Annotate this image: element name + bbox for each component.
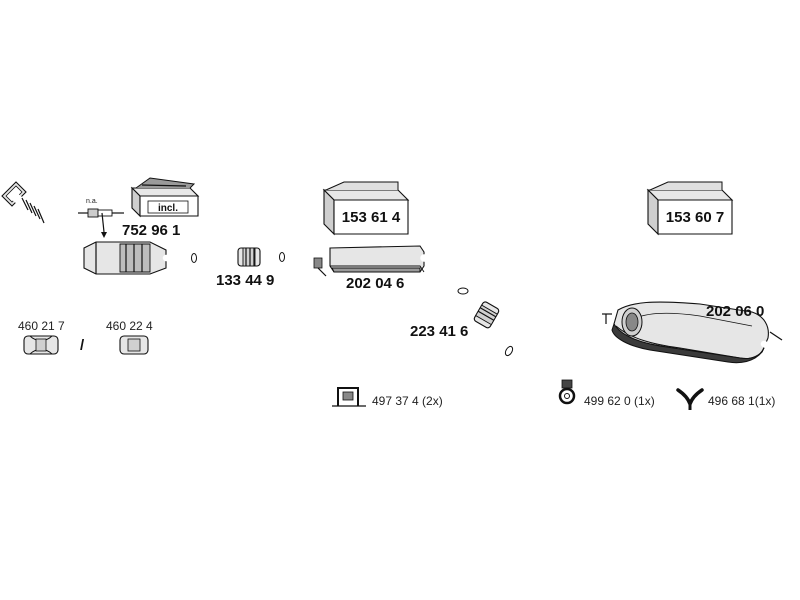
part-number-rubber-hanger[interactable]: 496 68 1(1x) <box>708 394 775 408</box>
part-number-clamp-mid[interactable]: 223 41 6 <box>410 323 468 340</box>
flex-pipe-section <box>21 197 45 224</box>
clamp-front-icon[interactable] <box>237 247 261 267</box>
option-separator: / <box>80 337 85 354</box>
part-number-rear-silencer[interactable]: 202 06 0 <box>706 303 764 320</box>
kit-box-front[interactable]: 153 61 4 <box>322 181 410 236</box>
kit-box-rear[interactable]: 153 60 7 <box>646 181 734 236</box>
lambda-sensor: n.a. <box>78 198 124 238</box>
part-number-front-silencer[interactable]: 202 04 6 <box>346 275 404 292</box>
part-number-clamp-front[interactable]: 133 44 9 <box>216 272 274 289</box>
catalytic-converter[interactable] <box>1 181 198 275</box>
part-number-clamp-option-a[interactable]: 460 21 7 <box>18 319 65 333</box>
part-number-rubber-ring[interactable]: 499 62 0 (1x) <box>584 394 655 408</box>
catalyst-kit-box[interactable]: incl. <box>130 177 200 218</box>
clamp-option-a-icon[interactable] <box>23 335 59 355</box>
rubber-ring-icon[interactable] <box>558 379 576 405</box>
part-number-clamp-option-b[interactable]: 460 22 4 <box>106 319 153 333</box>
rubber-hanger-icon[interactable] <box>676 388 704 410</box>
rear-silencer[interactable] <box>504 301 800 372</box>
bracket-icon[interactable] <box>332 387 366 407</box>
part-number-catalytic-converter[interactable]: 752 96 1 <box>122 222 180 239</box>
front-silencer[interactable] <box>278 245 469 295</box>
clamp-mid-icon[interactable] <box>473 301 500 329</box>
sensor-note: n.a. <box>86 198 98 205</box>
catalyst-box-label: incl. <box>158 203 178 214</box>
part-number-bracket[interactable]: 497 37 4 (2x) <box>372 394 443 408</box>
kit-number-front: 153 61 4 <box>342 209 401 226</box>
kit-number-rear: 153 60 7 <box>666 209 724 226</box>
clamp-option-b-icon[interactable] <box>102 335 166 355</box>
